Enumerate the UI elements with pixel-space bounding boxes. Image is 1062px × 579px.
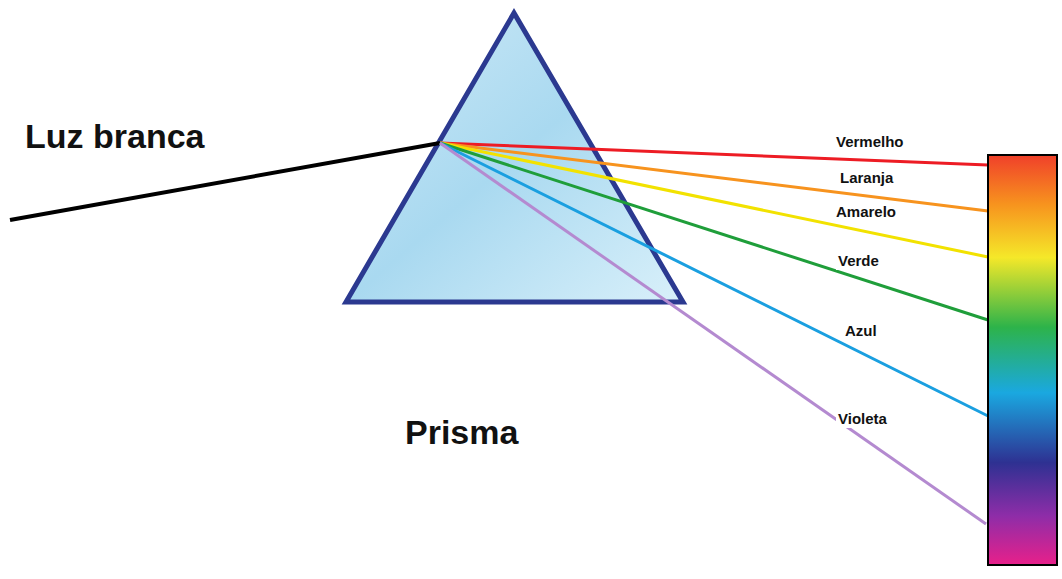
color-label: Violeta xyxy=(836,411,889,428)
color-label: Amarelo xyxy=(834,204,898,221)
light-label: Luz branca xyxy=(25,118,204,155)
green-ray xyxy=(440,143,988,320)
blue-ray xyxy=(440,143,988,416)
color-label: Laranja xyxy=(838,170,895,187)
prism-label: Prisma xyxy=(405,414,518,451)
spectrum-bar xyxy=(988,155,1057,565)
dispersed-rays xyxy=(440,143,988,524)
violet-ray xyxy=(440,143,986,524)
color-label: Azul xyxy=(843,323,879,340)
color-label: Vermelho xyxy=(834,134,906,151)
color-label: Verde xyxy=(836,253,881,270)
